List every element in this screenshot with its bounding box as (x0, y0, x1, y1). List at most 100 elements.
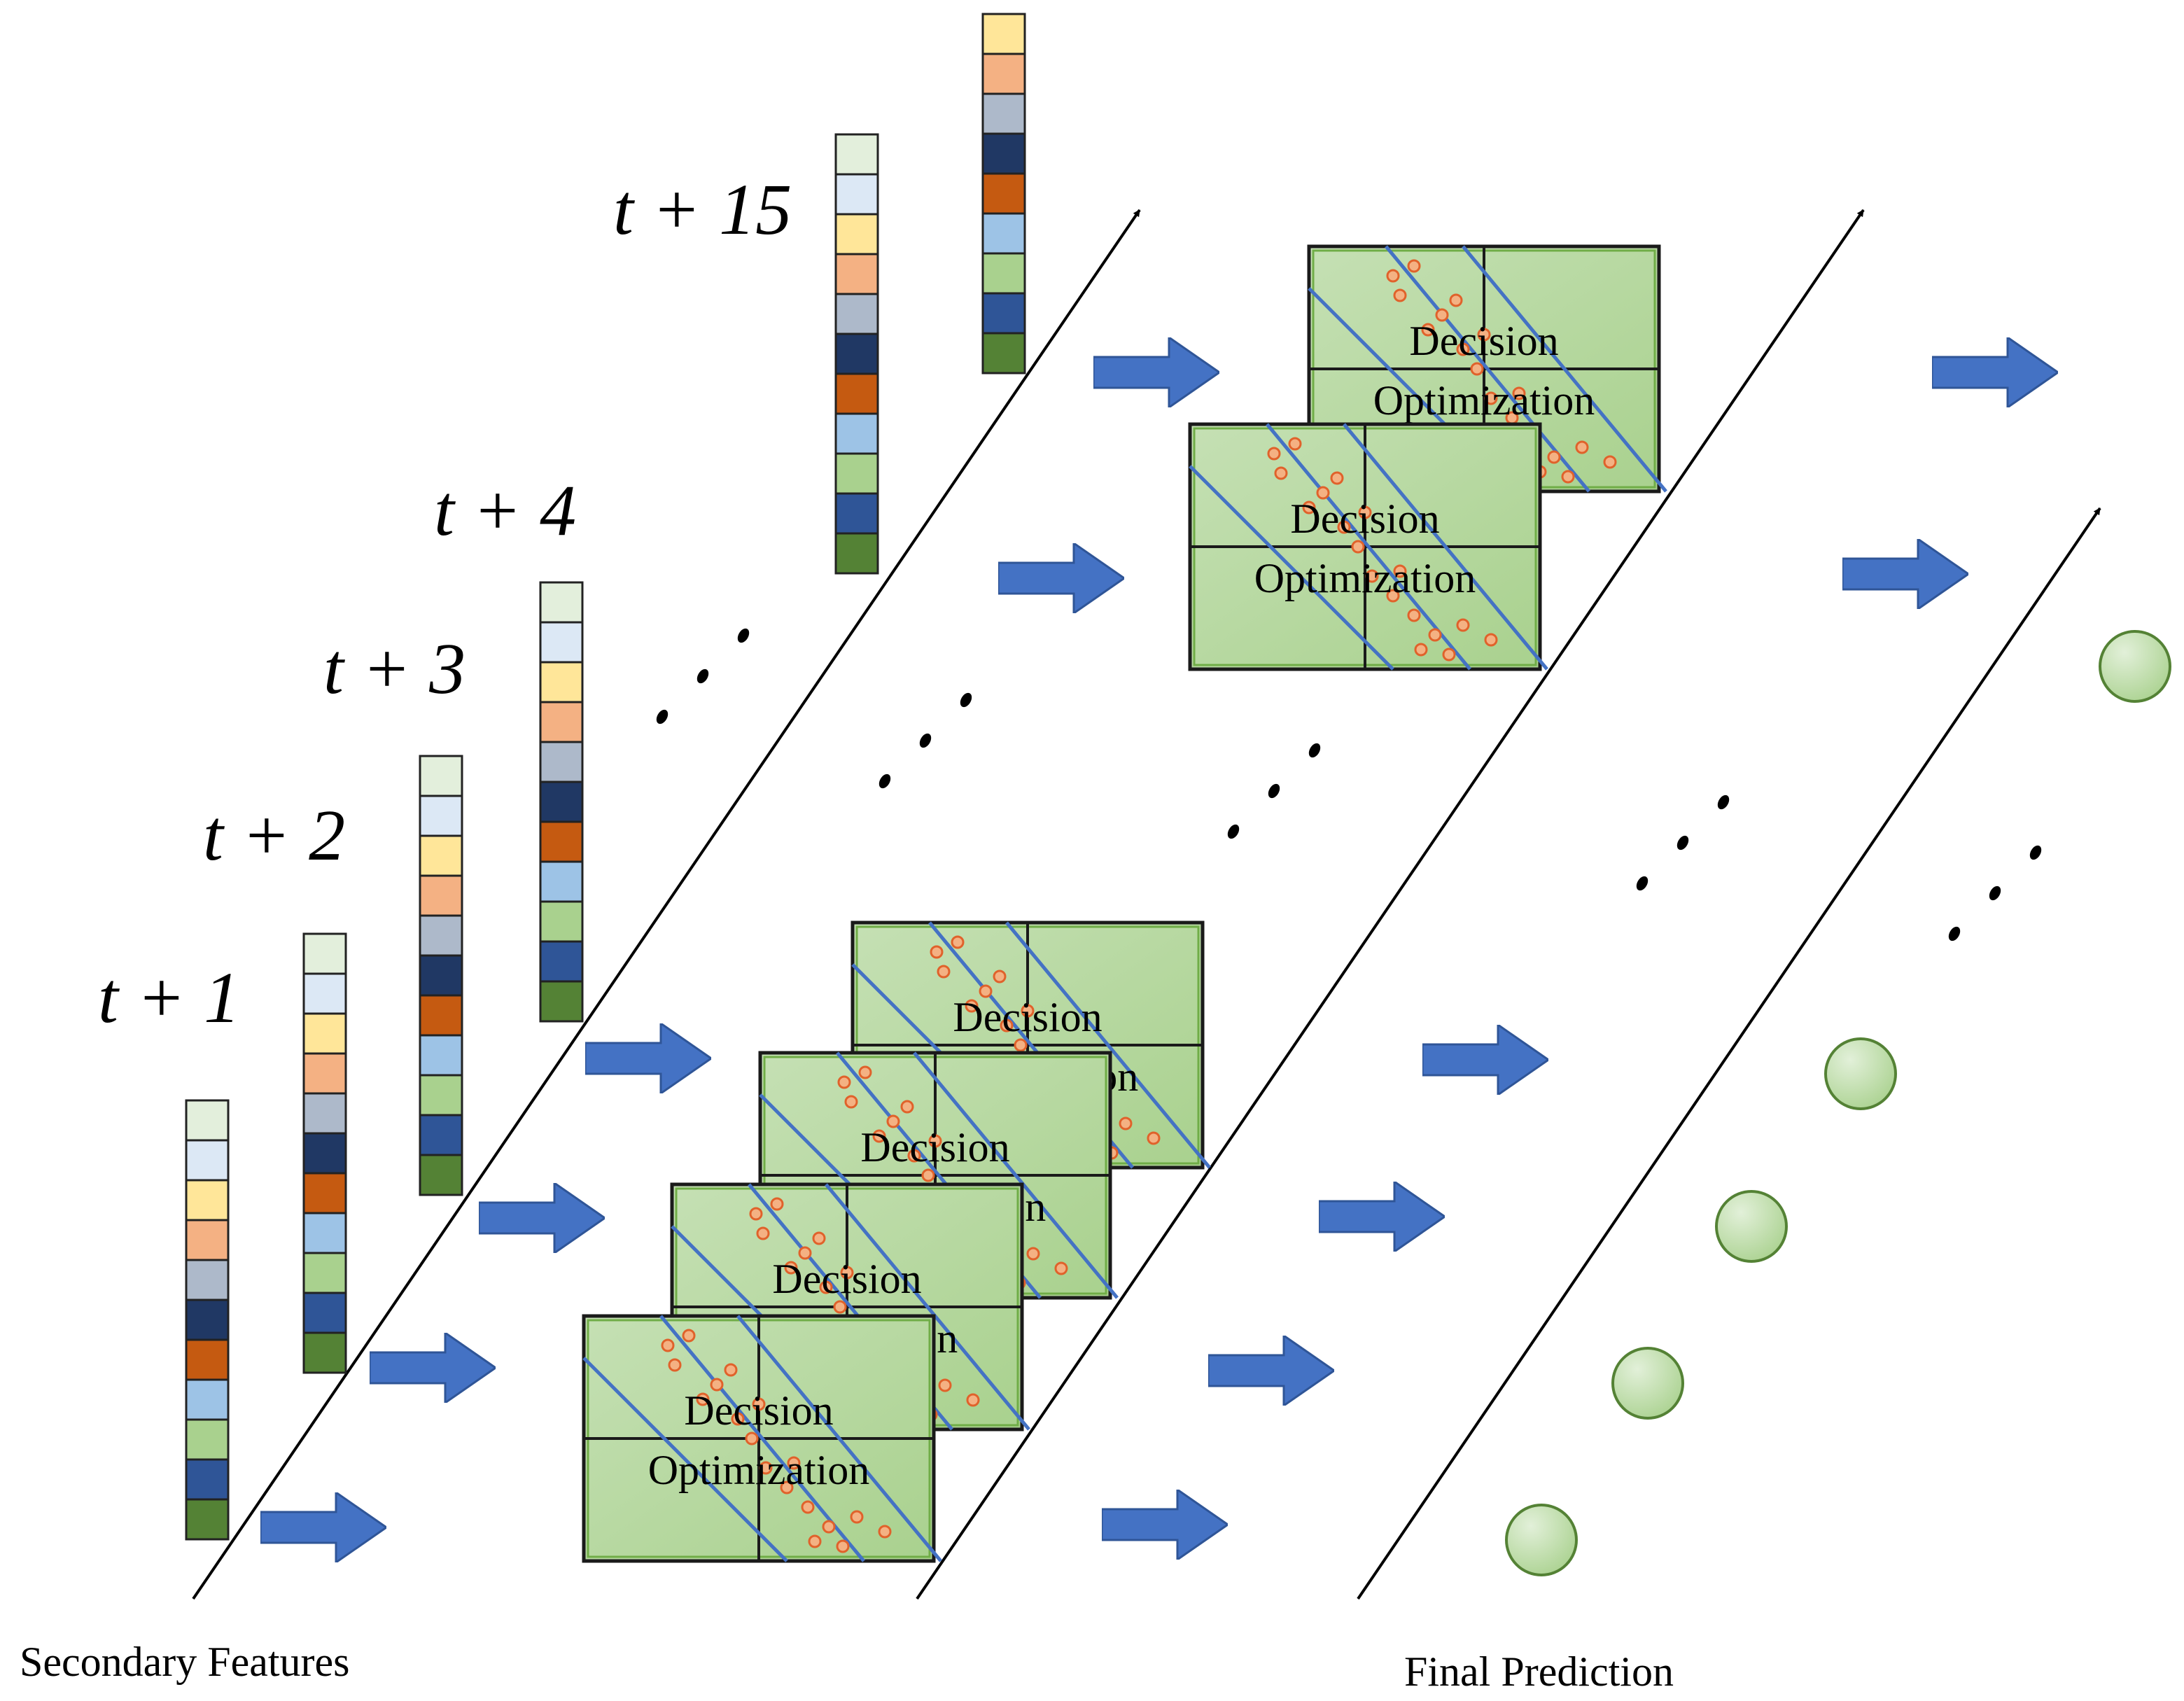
feature-cell (539, 780, 584, 823)
scatter-point (1386, 589, 1400, 603)
scatter-point (668, 1358, 682, 1372)
regression-line (913, 1051, 1119, 1299)
scatter-point (872, 1129, 886, 1143)
feature-cell (302, 1212, 347, 1254)
feature-cell (539, 940, 584, 983)
feature-cell (302, 1172, 347, 1214)
feature-cell (419, 1154, 463, 1196)
ellipsis-dot (1948, 926, 1961, 941)
scatter-point (1547, 450, 1561, 464)
feature-cell (981, 172, 1026, 215)
scatter-point (1302, 500, 1316, 514)
scatter-point (780, 1480, 794, 1494)
ellipsis-dot (656, 709, 668, 724)
box-title-line1: Decision (772, 1256, 921, 1302)
scatter-point (1484, 391, 1498, 405)
feature-cell (834, 532, 879, 575)
flow-arrow (479, 1183, 605, 1253)
horizon-label-t15: t + 15 (613, 169, 792, 250)
decision-boxes: DecisionOptimizationDecisionOptimization… (582, 244, 1667, 1563)
ellipsis-dot (1227, 824, 1240, 839)
scatter-point (833, 1300, 847, 1314)
ellipsis (1636, 794, 1730, 891)
ellipsis-dot (1636, 876, 1648, 891)
scatter-point (900, 1100, 914, 1114)
scatter-point (840, 1266, 854, 1280)
feature-cell (981, 92, 1026, 135)
feature-cell (185, 1139, 230, 1182)
horizon-label-t2: t + 2 (203, 795, 345, 876)
feature-cell (419, 1034, 463, 1077)
feature-cell (419, 794, 463, 837)
scatter-point (1330, 471, 1344, 485)
feature-cell (981, 13, 1026, 55)
feature-cell (539, 820, 584, 863)
scatter-point (1267, 447, 1281, 461)
regression-line (582, 1357, 788, 1562)
ellipsis-dot (1308, 743, 1321, 758)
ellipsis-dot (2029, 845, 2042, 860)
feature-cell (185, 1418, 230, 1461)
scatter-point (812, 1231, 826, 1245)
regression-line (1343, 423, 1548, 671)
feature-cell (302, 1252, 347, 1294)
prediction-dot (2099, 630, 2171, 703)
scatter-point (930, 945, 944, 959)
feature-cell (302, 1331, 347, 1374)
scatter-point (1484, 633, 1498, 647)
feature-cell (185, 1259, 230, 1301)
scatter-point (770, 1197, 784, 1211)
feature-vector (185, 1099, 230, 1541)
feature-cell (302, 1292, 347, 1334)
prediction-dot (1611, 1347, 1684, 1420)
flow-arrow (1319, 1182, 1445, 1252)
scatter-point (921, 1168, 935, 1182)
box-title-line1: Decision (1290, 496, 1439, 542)
scatter-point (966, 1393, 980, 1407)
scatter-point (1351, 540, 1365, 554)
box-title-line2: Optimization (1254, 555, 1476, 601)
ellipsis-dot (737, 628, 750, 643)
feature-cell (419, 834, 463, 877)
scatter-point (822, 1520, 836, 1534)
scatter-point (682, 1329, 696, 1343)
scatter-point (661, 1338, 675, 1352)
feature-cell (539, 741, 584, 783)
feature-cell (185, 1298, 230, 1341)
feature-cell (981, 252, 1026, 295)
feature-cell (834, 452, 879, 495)
feature-cell (302, 1012, 347, 1055)
ellipsis (1227, 743, 1321, 839)
flow-arrow (585, 1023, 711, 1093)
scatter-point (1000, 1018, 1014, 1032)
feature-vector (419, 755, 463, 1196)
flow-arrow (1422, 1025, 1548, 1095)
scatter-point (850, 1510, 864, 1524)
box-title-line1: Decision (953, 994, 1102, 1040)
feature-cell (539, 581, 584, 624)
feature-cell (302, 972, 347, 1015)
scatter-point (1365, 569, 1379, 583)
flow-arrow (260, 1492, 386, 1562)
feature-cell (981, 292, 1026, 335)
box-title-line1: Decision (684, 1387, 833, 1434)
feature-cell (834, 293, 879, 335)
scatter-point (784, 1261, 798, 1275)
scatter-point (731, 1412, 745, 1426)
box-title-line2: Optimization (1373, 377, 1595, 424)
scatter-point (1119, 1116, 1133, 1130)
scatter-point (756, 1226, 770, 1240)
scatter-point (837, 1075, 851, 1089)
regression-line (1189, 465, 1394, 671)
feature-cell (185, 1179, 230, 1222)
box-title-line1: Decision (1409, 318, 1558, 364)
scatter-point (749, 1207, 763, 1221)
feature-cell (185, 1378, 230, 1421)
feature-cell (419, 954, 463, 997)
scatter-point (1470, 362, 1484, 376)
feature-vector (981, 13, 1026, 374)
scatter-point (696, 1392, 710, 1406)
flow-arrow (1093, 337, 1219, 407)
